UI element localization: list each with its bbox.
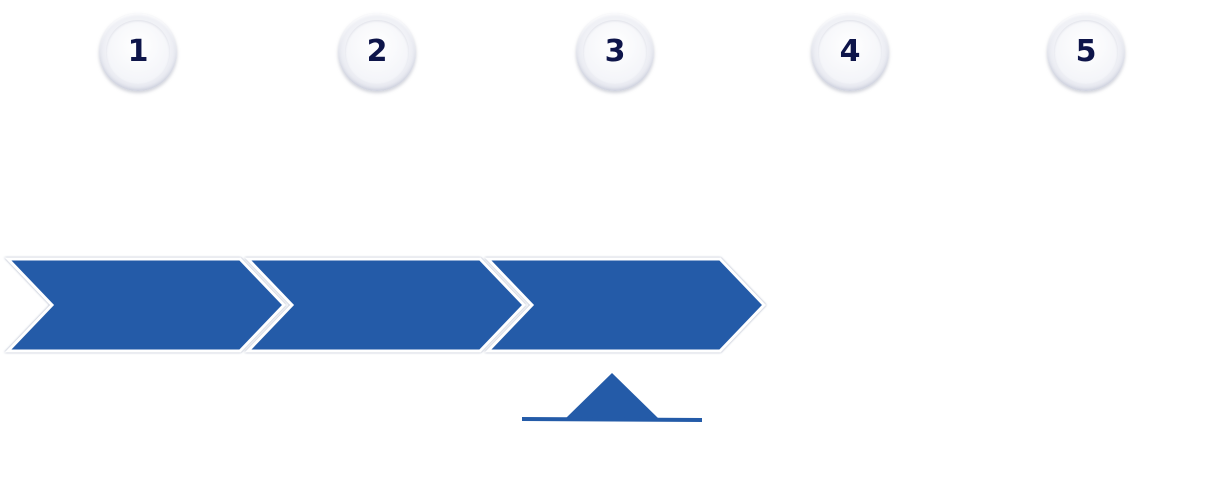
step-5-button[interactable]: 5 bbox=[1047, 13, 1125, 91]
step-circle-inner bbox=[583, 20, 647, 84]
indicator-baseline bbox=[521, 417, 703, 422]
progress-chevron-1[interactable] bbox=[4, 257, 287, 353]
step-number: 1 bbox=[127, 34, 149, 69]
step-number: 3 bbox=[604, 34, 626, 69]
progress-chevron-3[interactable] bbox=[484, 257, 767, 353]
step-3-button[interactable]: 3 bbox=[576, 13, 654, 91]
step-number: 4 bbox=[839, 34, 861, 69]
step-circle-inner bbox=[345, 20, 409, 84]
progress-chevron-2[interactable] bbox=[244, 257, 527, 353]
step-1-button[interactable]: 1 bbox=[99, 13, 177, 91]
step-number: 2 bbox=[366, 34, 388, 69]
indicator-triangle bbox=[566, 373, 658, 418]
step-number: 5 bbox=[1075, 34, 1097, 69]
step-4-button[interactable]: 4 bbox=[811, 13, 889, 91]
step-circle-inner bbox=[818, 20, 882, 84]
current-step-indicator bbox=[521, 373, 703, 422]
step-circle-inner bbox=[106, 20, 170, 84]
progress-chevrons bbox=[4, 257, 767, 353]
step-circle-inner bbox=[1054, 20, 1118, 84]
step-2-button[interactable]: 2 bbox=[338, 13, 416, 91]
